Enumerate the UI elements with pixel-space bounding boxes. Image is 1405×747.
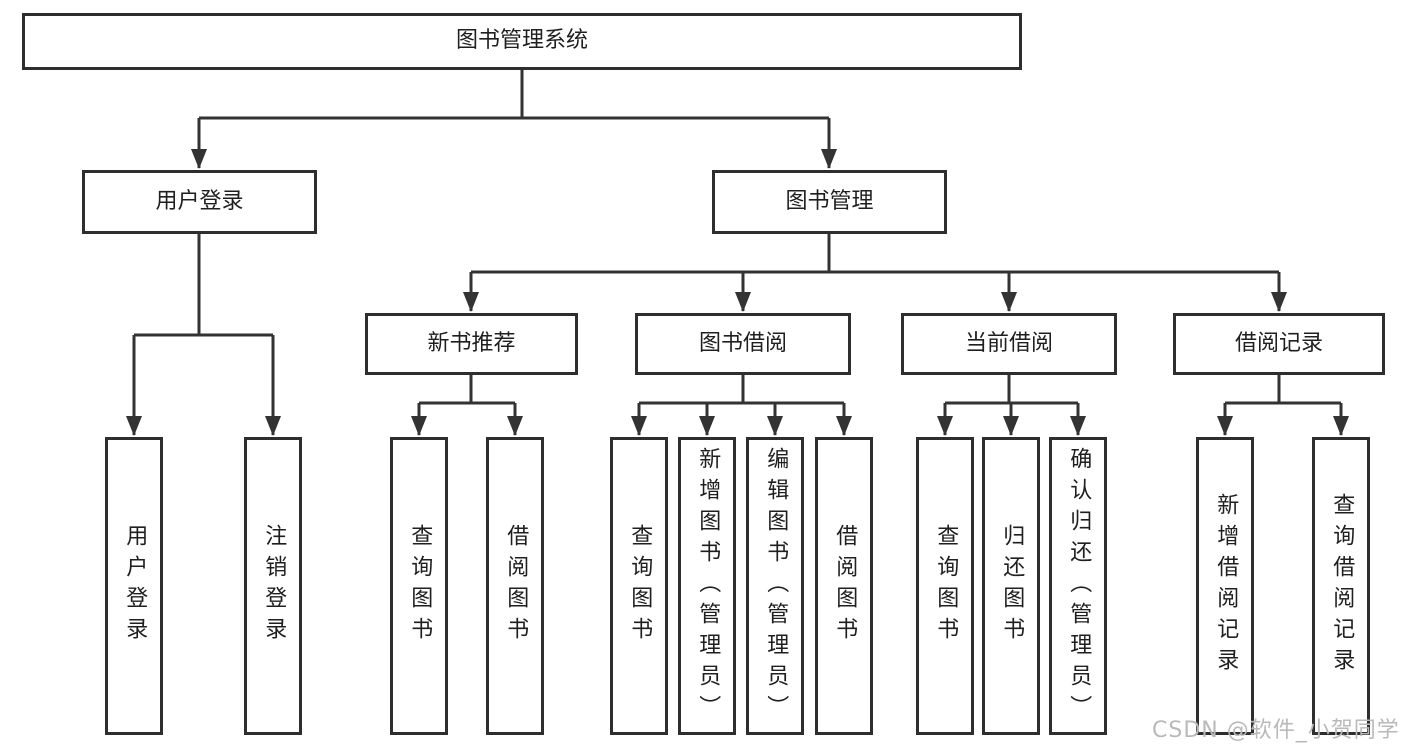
node-label: 查询图书 <box>933 524 959 648</box>
node-book-management: 图书管理 <box>712 170 947 234</box>
node-label: 借阅记录 <box>1234 330 1323 356</box>
node-label: 当前借阅 <box>964 330 1053 356</box>
node-label: 图书借阅 <box>698 330 787 356</box>
node-label: 用户登录 <box>122 524 148 648</box>
node-label: 新增借阅记录 <box>1213 493 1239 679</box>
node-label: 用户登录 <box>155 188 244 214</box>
leaf-return-books: 归还图书 <box>982 437 1040 735</box>
node-label: 图书管理系统 <box>455 28 588 54</box>
node-new-book-recommendation: 新书推荐 <box>365 313 578 375</box>
node-borrowing-records: 借阅记录 <box>1173 313 1385 375</box>
node-label: 查询图书 <box>407 524 433 648</box>
connector-new-book-to-children <box>411 375 523 436</box>
leaf-add-borrow-record: 新增借阅记录 <box>1196 437 1254 735</box>
leaf-query-books-borrow: 查询图书 <box>610 437 668 735</box>
leaf-borrow-books-recommend: 借阅图书 <box>486 437 544 735</box>
node-label: 查询图书 <box>627 524 653 648</box>
node-label: 借阅图书 <box>832 524 858 648</box>
connector-book-borrow-to-children <box>631 375 852 436</box>
node-label: 图书管理 <box>785 188 874 214</box>
node-label: 新增图书（管理员） <box>695 446 721 726</box>
node-label: 借阅图书 <box>503 524 529 648</box>
node-label: 新书推荐 <box>427 330 516 356</box>
node-book-borrowing: 图书借阅 <box>635 313 851 375</box>
csdn-watermark: CSDN @软件_小贺同学 <box>1152 718 1400 743</box>
node-label: 确认归还（管理员） <box>1066 446 1092 726</box>
connector-book-mgmt-to-level3 <box>463 234 1287 312</box>
connector-borrow-records-to-children <box>1217 375 1349 436</box>
node-current-borrowing: 当前借阅 <box>901 313 1117 375</box>
node-label: 注销登录 <box>261 524 287 648</box>
leaf-logout: 注销登录 <box>244 437 302 735</box>
node-label: 查询借阅记录 <box>1329 493 1355 679</box>
connector-current-borrow-to-children <box>937 375 1086 436</box>
connector-root-to-level2 <box>191 70 837 169</box>
node-library-management-system: 图书管理系统 <box>22 13 1022 70</box>
leaf-query-borrow-record: 查询借阅记录 <box>1312 437 1370 735</box>
node-label: 编辑图书（管理员） <box>763 446 789 726</box>
leaf-user-login: 用户登录 <box>105 437 163 735</box>
leaf-query-books-current: 查询图书 <box>916 437 974 735</box>
leaf-edit-books-admin: 编辑图书（管理员） <box>746 437 804 735</box>
leaf-borrow-books: 借阅图书 <box>815 437 873 735</box>
leaf-confirm-return-admin: 确认归还（管理员） <box>1049 437 1107 735</box>
node-user-login: 用户登录 <box>82 170 317 234</box>
connector-user-login-to-children <box>126 234 281 436</box>
leaf-query-books-recommend: 查询图书 <box>390 437 448 735</box>
leaf-add-books-admin: 新增图书（管理员） <box>678 437 736 735</box>
node-label: 归还图书 <box>999 524 1025 648</box>
